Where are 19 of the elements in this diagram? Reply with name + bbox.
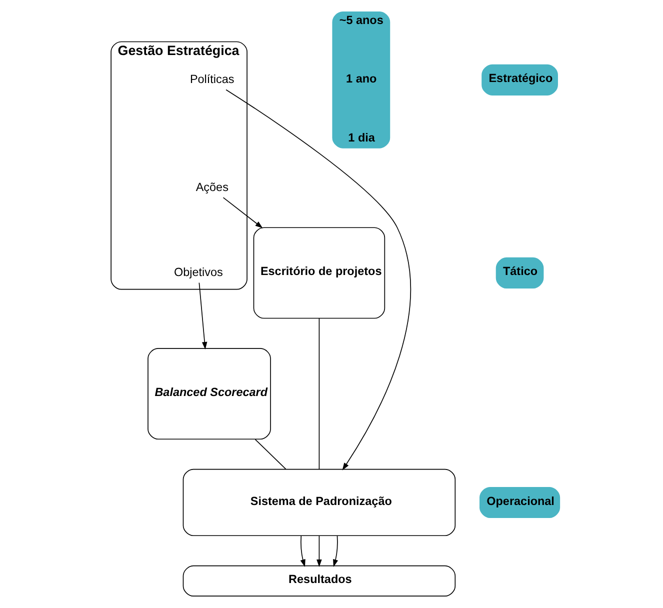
node-box: Operacional [479, 486, 560, 518]
arrow [225, 89, 411, 470]
arrow [198, 282, 207, 350]
node-box: Resultados [182, 565, 456, 596]
node-text: Ações [195, 180, 228, 194]
arrow [316, 535, 322, 568]
connector [318, 318, 320, 470]
node-box: Estratégico [481, 64, 558, 96]
arrow [222, 197, 262, 228]
node-box: Escritório de projetos [252, 227, 385, 319]
node-box: Balanced Scorecard [147, 348, 270, 440]
node-text: Objetivos [174, 266, 222, 280]
arrow [300, 535, 305, 567]
connector [254, 438, 286, 470]
node-box: Tático [495, 257, 544, 288]
node-box: Sistema de Padronização [182, 468, 456, 536]
node-box: ~5 anos 1 ano 1 dia [332, 12, 390, 148]
node-text: Políticas [189, 73, 234, 86]
arrow [332, 535, 338, 567]
